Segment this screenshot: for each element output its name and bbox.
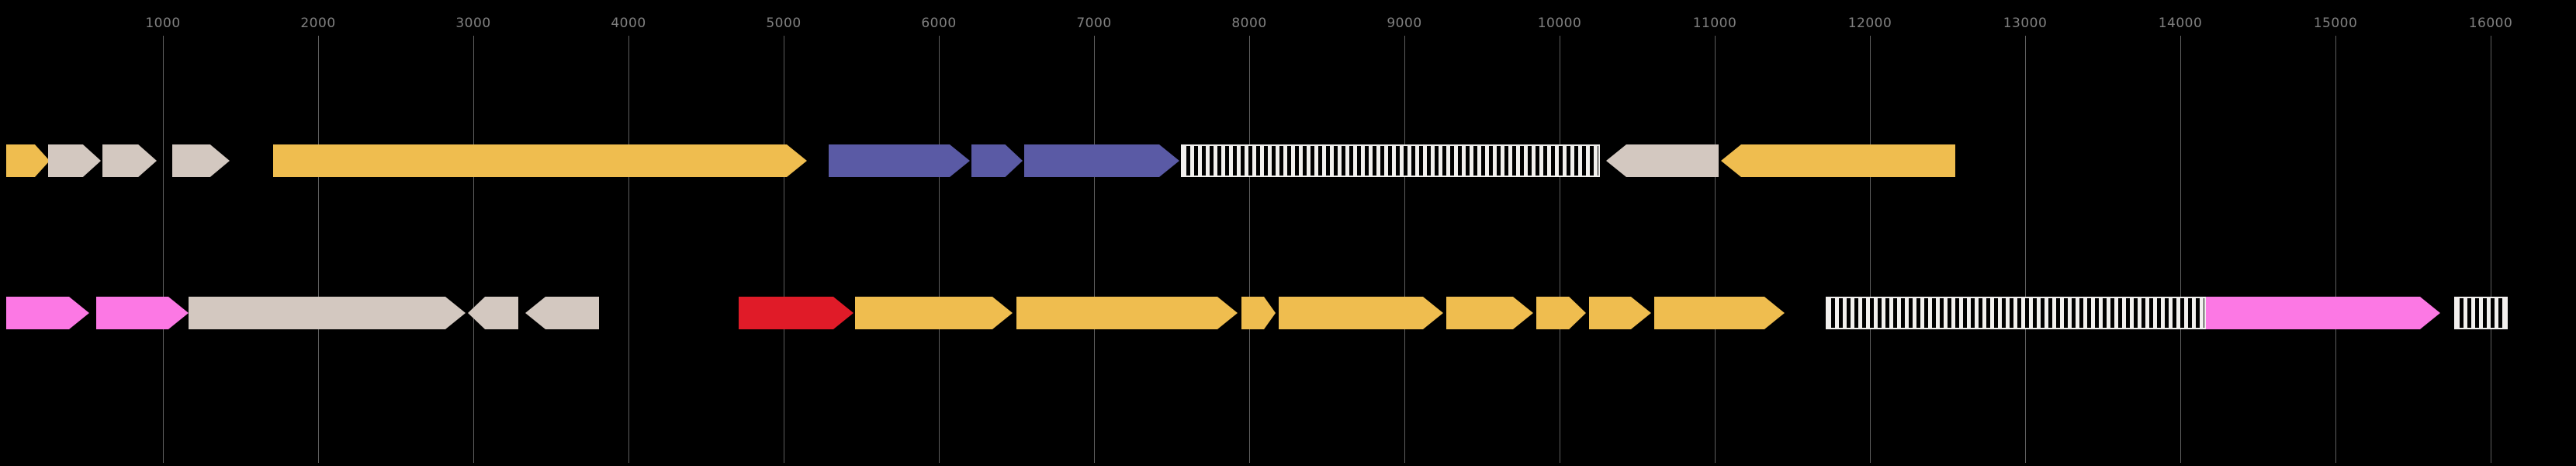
- hatched-region[interactable]: [2454, 297, 2508, 329]
- axis-tick-label: 5000: [766, 16, 802, 31]
- axis-gridline: [939, 36, 940, 121]
- hatched-region[interactable]: [1826, 297, 2206, 329]
- gene-arrow[interactable]: [1589, 297, 1651, 329]
- gene-arrow-body: [1024, 144, 1179, 177]
- axis-gridline: [318, 36, 319, 121]
- gene-arrow[interactable]: [6, 297, 89, 329]
- gene-arrow[interactable]: [1024, 144, 1179, 177]
- gene-arrow[interactable]: [1721, 144, 1955, 177]
- gene-arrow[interactable]: [96, 297, 189, 329]
- gene-arrow-body: [1279, 297, 1443, 329]
- gene-arrow[interactable]: [172, 144, 230, 177]
- axis-gridline: [1249, 36, 1250, 121]
- hatched-region[interactable]: [1181, 144, 1600, 177]
- gene-arrow[interactable]: [189, 297, 466, 329]
- gene-arrow-body: [1654, 297, 1785, 329]
- gene-arrow[interactable]: [1536, 297, 1586, 329]
- gene-arrow[interactable]: [6, 144, 50, 177]
- gene-arrow[interactable]: [525, 297, 599, 329]
- gene-arrow-body: [6, 297, 89, 329]
- axis-tick-label: 14000: [2158, 16, 2203, 31]
- gene-arrow-body: [468, 297, 518, 329]
- track-top: [0, 144, 2576, 177]
- axis-tick-label: 2000: [300, 16, 336, 31]
- gene-arrow[interactable]: [829, 144, 970, 177]
- axis-gridline: [1094, 36, 1095, 121]
- axis-gridline: [1404, 36, 1405, 121]
- gene-arrow-body: [6, 144, 50, 177]
- gene-arrow[interactable]: [1016, 297, 1238, 329]
- axis-tick-label: 7000: [1076, 16, 1112, 31]
- axis-tick-label: 10000: [1537, 16, 1582, 31]
- gene-arrow[interactable]: [1654, 297, 1785, 329]
- gene-arrow[interactable]: [1446, 297, 1533, 329]
- axis-gridline: [2180, 36, 2181, 121]
- gene-arrow[interactable]: [273, 144, 807, 177]
- gene-arrow-body: [1016, 297, 1238, 329]
- axis-gridline: [628, 36, 629, 121]
- track-bottom: [0, 297, 2576, 329]
- axis-gridline: [2335, 36, 2336, 121]
- gene-arrow-body: [855, 297, 1013, 329]
- gene-arrow-body: [525, 297, 599, 329]
- axis-tick-label: 1000: [145, 16, 181, 31]
- axis-tick-label: 9000: [1387, 16, 1422, 31]
- axis-tick-label: 6000: [921, 16, 957, 31]
- axis-tick-label: 13000: [2003, 16, 2048, 31]
- gene-arrow-body: [102, 144, 157, 177]
- gene-arrow-body: [1241, 297, 1276, 329]
- gene-arrow-body: [189, 297, 466, 329]
- axis-tick-label: 15000: [2313, 16, 2358, 31]
- axis-tick-label: 3000: [455, 16, 491, 31]
- gene-arrow-body: [48, 144, 101, 177]
- gene-arrow-body: [1721, 144, 1955, 177]
- gene-arrow-body: [2206, 297, 2440, 329]
- gene-arrow[interactable]: [739, 297, 853, 329]
- gene-arrow-body: [96, 297, 189, 329]
- gene-arrow[interactable]: [855, 297, 1013, 329]
- gene-arrow-body: [971, 144, 1023, 177]
- axis-tick-label: 16000: [2468, 16, 2513, 31]
- axis-tick-label: 11000: [1692, 16, 1737, 31]
- axis-tick-label: 4000: [611, 16, 646, 31]
- gene-arrow[interactable]: [102, 144, 157, 177]
- axis-gridline: [473, 36, 474, 121]
- axis-gridline: [1870, 36, 1871, 121]
- gene-arrow-body: [829, 144, 970, 177]
- gene-arrow[interactable]: [1606, 144, 1719, 177]
- gene-arrow-body: [739, 297, 853, 329]
- gene-arrow-body: [273, 144, 807, 177]
- axis-tick-label: 8000: [1231, 16, 1267, 31]
- gene-arrow[interactable]: [1241, 297, 1276, 329]
- axis-gridline: [2025, 36, 2026, 121]
- gene-arrow[interactable]: [1279, 297, 1443, 329]
- gene-arrow-body: [1606, 144, 1719, 177]
- axis-gridline: [1715, 36, 1716, 121]
- gene-arrow-body: [1589, 297, 1651, 329]
- gene-arrow[interactable]: [468, 297, 518, 329]
- gene-arrow-body: [1446, 297, 1533, 329]
- gene-arrow-body: [172, 144, 230, 177]
- gene-arrow[interactable]: [2206, 297, 2440, 329]
- axis-gridline: [163, 36, 164, 121]
- gene-arrow[interactable]: [971, 144, 1023, 177]
- gene-arrow-body: [1536, 297, 1586, 329]
- gene-arrow[interactable]: [48, 144, 101, 177]
- axis-tick-label: 12000: [1847, 16, 1892, 31]
